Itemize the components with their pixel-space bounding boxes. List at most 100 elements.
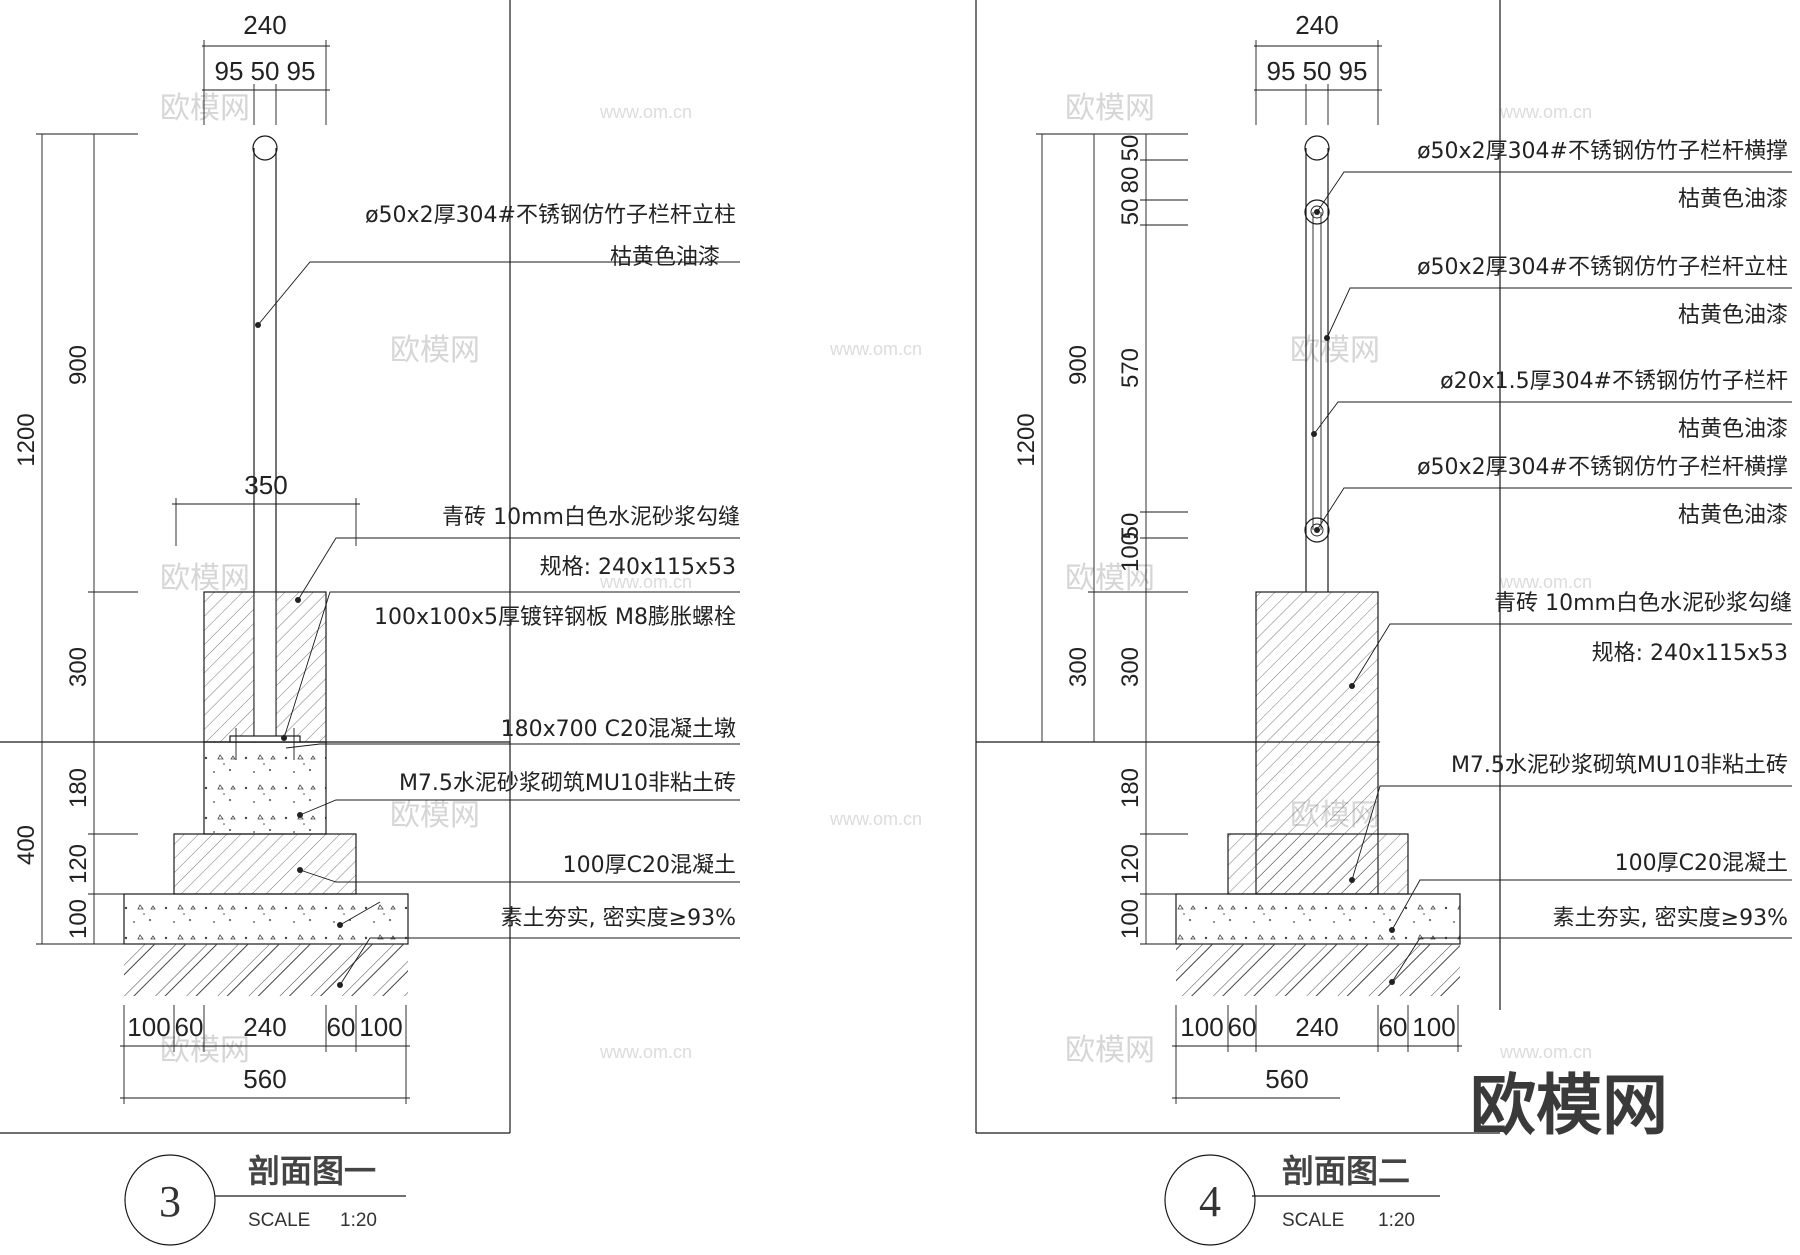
watermark-url: www.om.cn (829, 339, 922, 359)
note-concrete-block: 180x700 C20混凝土墩 (501, 717, 736, 742)
note-brick-spec: 规格: 240x115x53 (540, 555, 736, 580)
scale-label: SCALE (1282, 1210, 1344, 1231)
watermark-text: 欧模网 (160, 91, 250, 126)
note-baluster: ø20x1.5厚304#不锈钢仿竹子栏杆 (1440, 369, 1788, 394)
note-plate: 100x100x5厚镀锌钢板 M8膨胀螺栓 (374, 605, 736, 630)
section-number: 4 (1199, 1177, 1221, 1226)
scale-value: 1:20 (1378, 1210, 1415, 1231)
watermark-url: www.om.cn (1499, 102, 1592, 122)
dim-240: 240 (1295, 1012, 1338, 1042)
dim-60: 60 (175, 1012, 204, 1042)
scale-label: SCALE (248, 1210, 310, 1231)
dim-100: 100 (1117, 532, 1144, 572)
dim-300: 300 (1065, 647, 1092, 687)
steel-plate (229, 735, 301, 743)
section-drawing-3: 240 95 50 95 1200 900 300 400 180 120 10… (0, 0, 740, 1246)
dim-100: 100 (127, 1012, 170, 1042)
note-soil: 素土夯实, 密实度≥93% (501, 906, 736, 931)
note-brick: 青砖 10mm白色水泥砂浆勾缝 (442, 505, 740, 530)
brand-logo: 欧模网 (1470, 1067, 1668, 1144)
dim-95: 95 (1339, 56, 1368, 86)
note-paint: 枯黄色油漆 (1678, 303, 1788, 328)
dim-1200: 1200 (13, 413, 40, 466)
dim-95: 95 (287, 56, 316, 86)
section-number: 3 (159, 1177, 181, 1226)
section-title: 剖面图一 (248, 1152, 376, 1190)
watermark-url: www.om.cn (599, 572, 692, 592)
dim-180: 180 (65, 768, 92, 808)
dim-50: 50 (1303, 56, 1332, 86)
watermark-text: 欧模网 (160, 1033, 250, 1068)
watermark-text: 欧模网 (1065, 561, 1155, 596)
dim-100: 100 (65, 899, 92, 939)
top-dimensions: 240 95 50 95 (1254, 10, 1382, 125)
callout-notes: ø50x2厚304#不锈钢仿竹子栏杆横撑 枯黄色油漆 ø50x2厚304#不锈钢… (1311, 139, 1792, 985)
note-paint: 枯黄色油漆 (1678, 417, 1788, 442)
dim-560: 560 (243, 1064, 286, 1094)
dim-120: 120 (65, 844, 92, 884)
dim-240: 240 (243, 10, 286, 40)
dim-95: 95 (1267, 56, 1296, 86)
note-paint: 枯黄色油漆 (1678, 503, 1788, 528)
dim-50: 50 (1117, 135, 1144, 162)
note-top-rail: ø50x2厚304#不锈钢仿竹子栏杆横撑 (1417, 139, 1788, 164)
note-c20: 100厚C20混凝土 (563, 853, 736, 878)
callout-notes: ø50x2厚304#不锈钢仿竹子栏杆立柱 枯黄色油漆 青砖 10mm白色水泥砂浆… (255, 203, 740, 988)
watermark-url: www.om.cn (599, 102, 692, 122)
dim-100: 100 (1180, 1012, 1223, 1042)
note-post: ø50x2厚304#不锈钢仿竹子栏杆立柱 (1417, 255, 1788, 280)
note-bottom-rail: ø50x2厚304#不锈钢仿竹子栏杆横撑 (1417, 455, 1788, 480)
note-c20: 100厚C20混凝土 (1615, 851, 1788, 876)
top-rail-section (1304, 199, 1330, 225)
vertical-dimensions: 1200 900 300 400 180 120 100 (13, 133, 138, 945)
dim-80: 80 (1117, 167, 1144, 194)
bottom-dimensions: 100 60 240 60 100 560 (120, 1005, 410, 1104)
vertical-dimensions: 1200 900 300 50 80 50 570 100 50 300 180… (1013, 133, 1188, 945)
width-350-dimension: 350 (172, 470, 360, 546)
brick-footing (173, 833, 357, 895)
dim-50: 50 (1117, 199, 1144, 226)
dim-95: 95 (215, 56, 244, 86)
watermark-text: 欧模网 (390, 333, 480, 368)
dim-240: 240 (1295, 10, 1338, 40)
dim-350: 350 (244, 470, 287, 500)
dim-50: 50 (1117, 513, 1144, 540)
watermark-url: www.om.cn (599, 1042, 692, 1062)
watermark-text: 欧模网 (1065, 1033, 1155, 1068)
railing-post (1304, 135, 1330, 592)
dim-300: 300 (1117, 647, 1144, 687)
concrete-block (203, 741, 327, 835)
dim-50: 50 (251, 56, 280, 86)
dim-60: 60 (1228, 1012, 1257, 1042)
dim-100: 100 (1117, 899, 1144, 939)
note-masonry: M7.5水泥砂浆砌筑MU10非粘土砖 (399, 771, 736, 796)
bottom-rail-section (1304, 517, 1330, 543)
dim-400: 400 (13, 825, 40, 865)
watermark-text: 欧模网 (1290, 333, 1380, 368)
compacted-soil (1176, 944, 1460, 996)
dim-60: 60 (327, 1012, 356, 1042)
note-paint: 枯黄色油漆 (1678, 187, 1788, 212)
dim-900: 900 (65, 345, 92, 385)
note-post: ø50x2厚304#不锈钢仿竹子栏杆立柱 (365, 203, 736, 228)
concrete-base (1175, 893, 1461, 945)
watermark-url: www.om.cn (1499, 1042, 1592, 1062)
watermark-text: 欧模网 (1065, 91, 1155, 126)
concrete-base (123, 893, 409, 945)
title-block-4: 4 剖面图二 SCALE 1:20 (1164, 1152, 1440, 1246)
compacted-soil (124, 944, 408, 996)
dim-570: 570 (1117, 348, 1144, 388)
dim-180: 180 (1117, 768, 1144, 808)
dim-100: 100 (1412, 1012, 1455, 1042)
section-title: 剖面图二 (1282, 1152, 1410, 1190)
note-masonry: M7.5水泥砂浆砌筑MU10非粘土砖 (1451, 753, 1788, 778)
note-soil: 素土夯实, 密实度≥93% (1553, 906, 1788, 931)
dim-560: 560 (1265, 1064, 1308, 1094)
dim-100: 100 (359, 1012, 402, 1042)
dim-900: 900 (1065, 345, 1092, 385)
watermark-text: 欧模网 (390, 798, 480, 833)
dim-1200: 1200 (1013, 413, 1040, 466)
bottom-dimensions: 100 60 240 60 100 560 (1172, 1005, 1462, 1104)
dim-60: 60 (1379, 1012, 1408, 1042)
